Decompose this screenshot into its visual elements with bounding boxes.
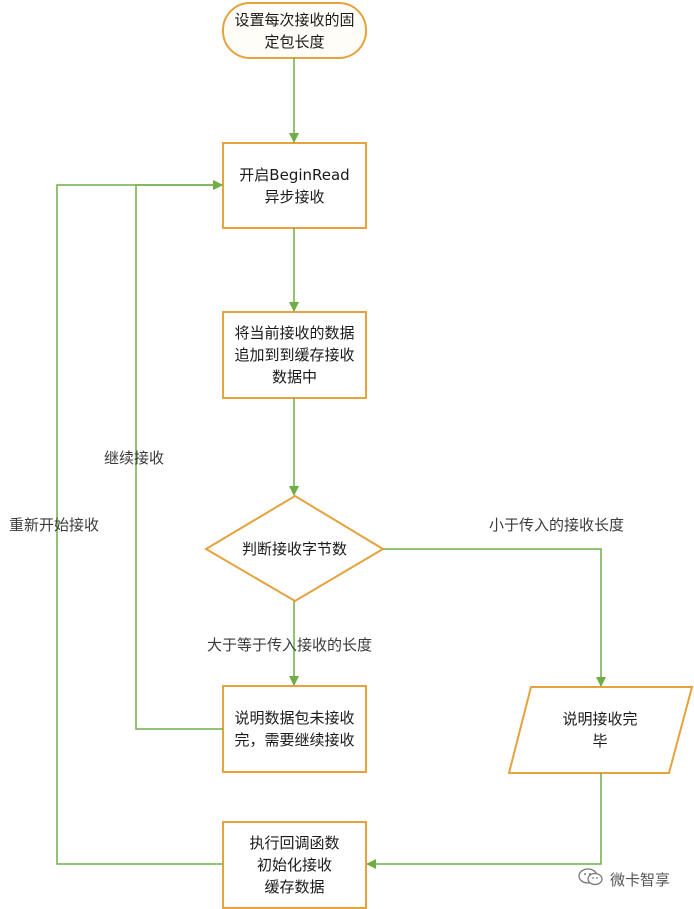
watermark: 微卡智享 xyxy=(578,867,670,891)
decision-node-text: 判断接收字节数 xyxy=(241,539,347,558)
restart-label: 重新开始接收 xyxy=(9,516,100,534)
begin-read-node xyxy=(222,142,367,229)
decision-node xyxy=(204,494,385,603)
complete-node xyxy=(507,686,694,774)
append-buffer-node-text: 将当前接收的数据 追加到到缓存接收 数据中 xyxy=(234,324,355,386)
complete-node-text: 说明接收完 毕 xyxy=(562,710,638,750)
not-complete-node xyxy=(222,685,367,773)
continue-label: 继续接收 xyxy=(104,449,165,467)
edge-decision-to-complete xyxy=(383,548,606,687)
greater-equal-label: 大于等于传入接收的长度 xyxy=(207,636,373,654)
edge-restart-loop xyxy=(56,180,223,865)
begin-read-node-text: 开启BeginRead 异步接收 xyxy=(239,165,350,206)
callback-node xyxy=(222,821,367,909)
less-than-label: 小于传入的接收长度 xyxy=(489,516,625,534)
wechat-icon xyxy=(578,867,604,891)
start-node-text: 设置每次接收的固 定包长度 xyxy=(234,10,355,51)
append-buffer-node xyxy=(222,311,367,399)
not-complete-node-text: 说明数据包未接收 完，需要继续接收 xyxy=(234,709,355,749)
watermark-text: 微卡智享 xyxy=(609,870,670,889)
edge-complete-to-callback xyxy=(366,773,602,869)
callback-node-text: 执行回调函数 初始化接收 缓存数据 xyxy=(249,834,340,896)
